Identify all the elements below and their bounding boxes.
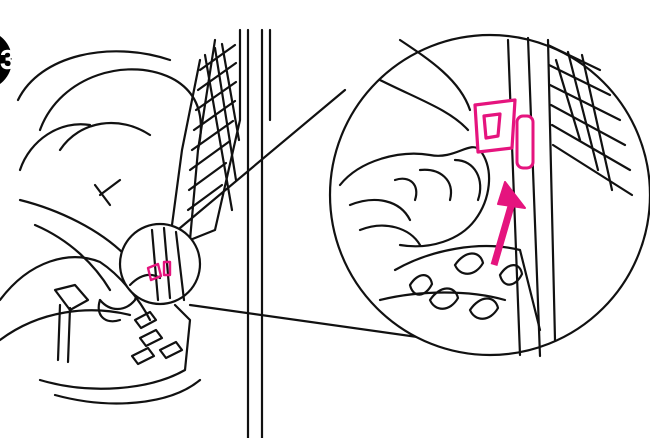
slot-highlight-icon (517, 116, 533, 168)
magnified-callout (330, 35, 650, 356)
seat-back (18, 30, 240, 250)
frame-pole (248, 30, 270, 438)
step-number: 3 (0, 40, 12, 80)
latch-tab-icon (475, 100, 515, 152)
small-callout-circle (120, 224, 200, 304)
